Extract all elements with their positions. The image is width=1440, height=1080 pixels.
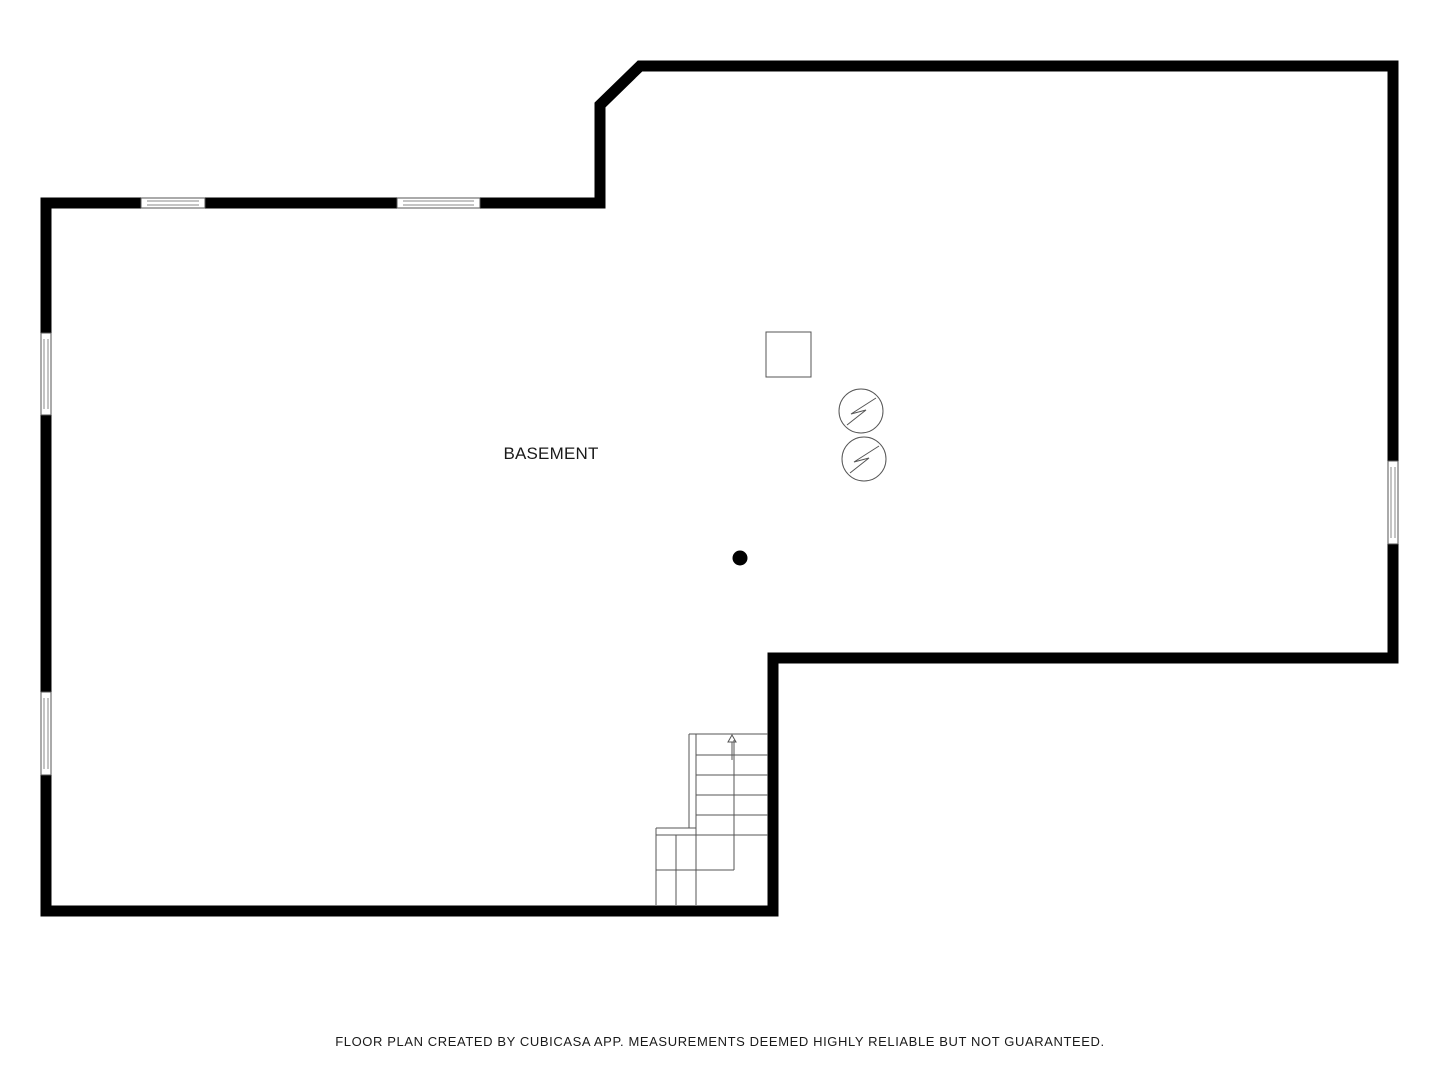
window-right [1386, 460, 1400, 545]
exterior-walls [40, 60, 1399, 917]
water-heater-icon [841, 436, 887, 482]
window-left-lower [39, 691, 53, 776]
support-column-icon [732, 550, 748, 566]
window-top-center [396, 196, 481, 210]
window-left-upper [39, 332, 53, 416]
window-top-left [140, 196, 206, 210]
utility-box [765, 331, 812, 378]
room-label-basement: BASEMENT [503, 444, 599, 463]
stair-up-arrow-icon [727, 733, 737, 760]
staircase [655, 733, 768, 905]
water-heater-icon [838, 388, 884, 434]
floor-plan-disclaimer: FLOOR PLAN CREATED BY CUBICASA APP. MEAS… [335, 1034, 1105, 1049]
